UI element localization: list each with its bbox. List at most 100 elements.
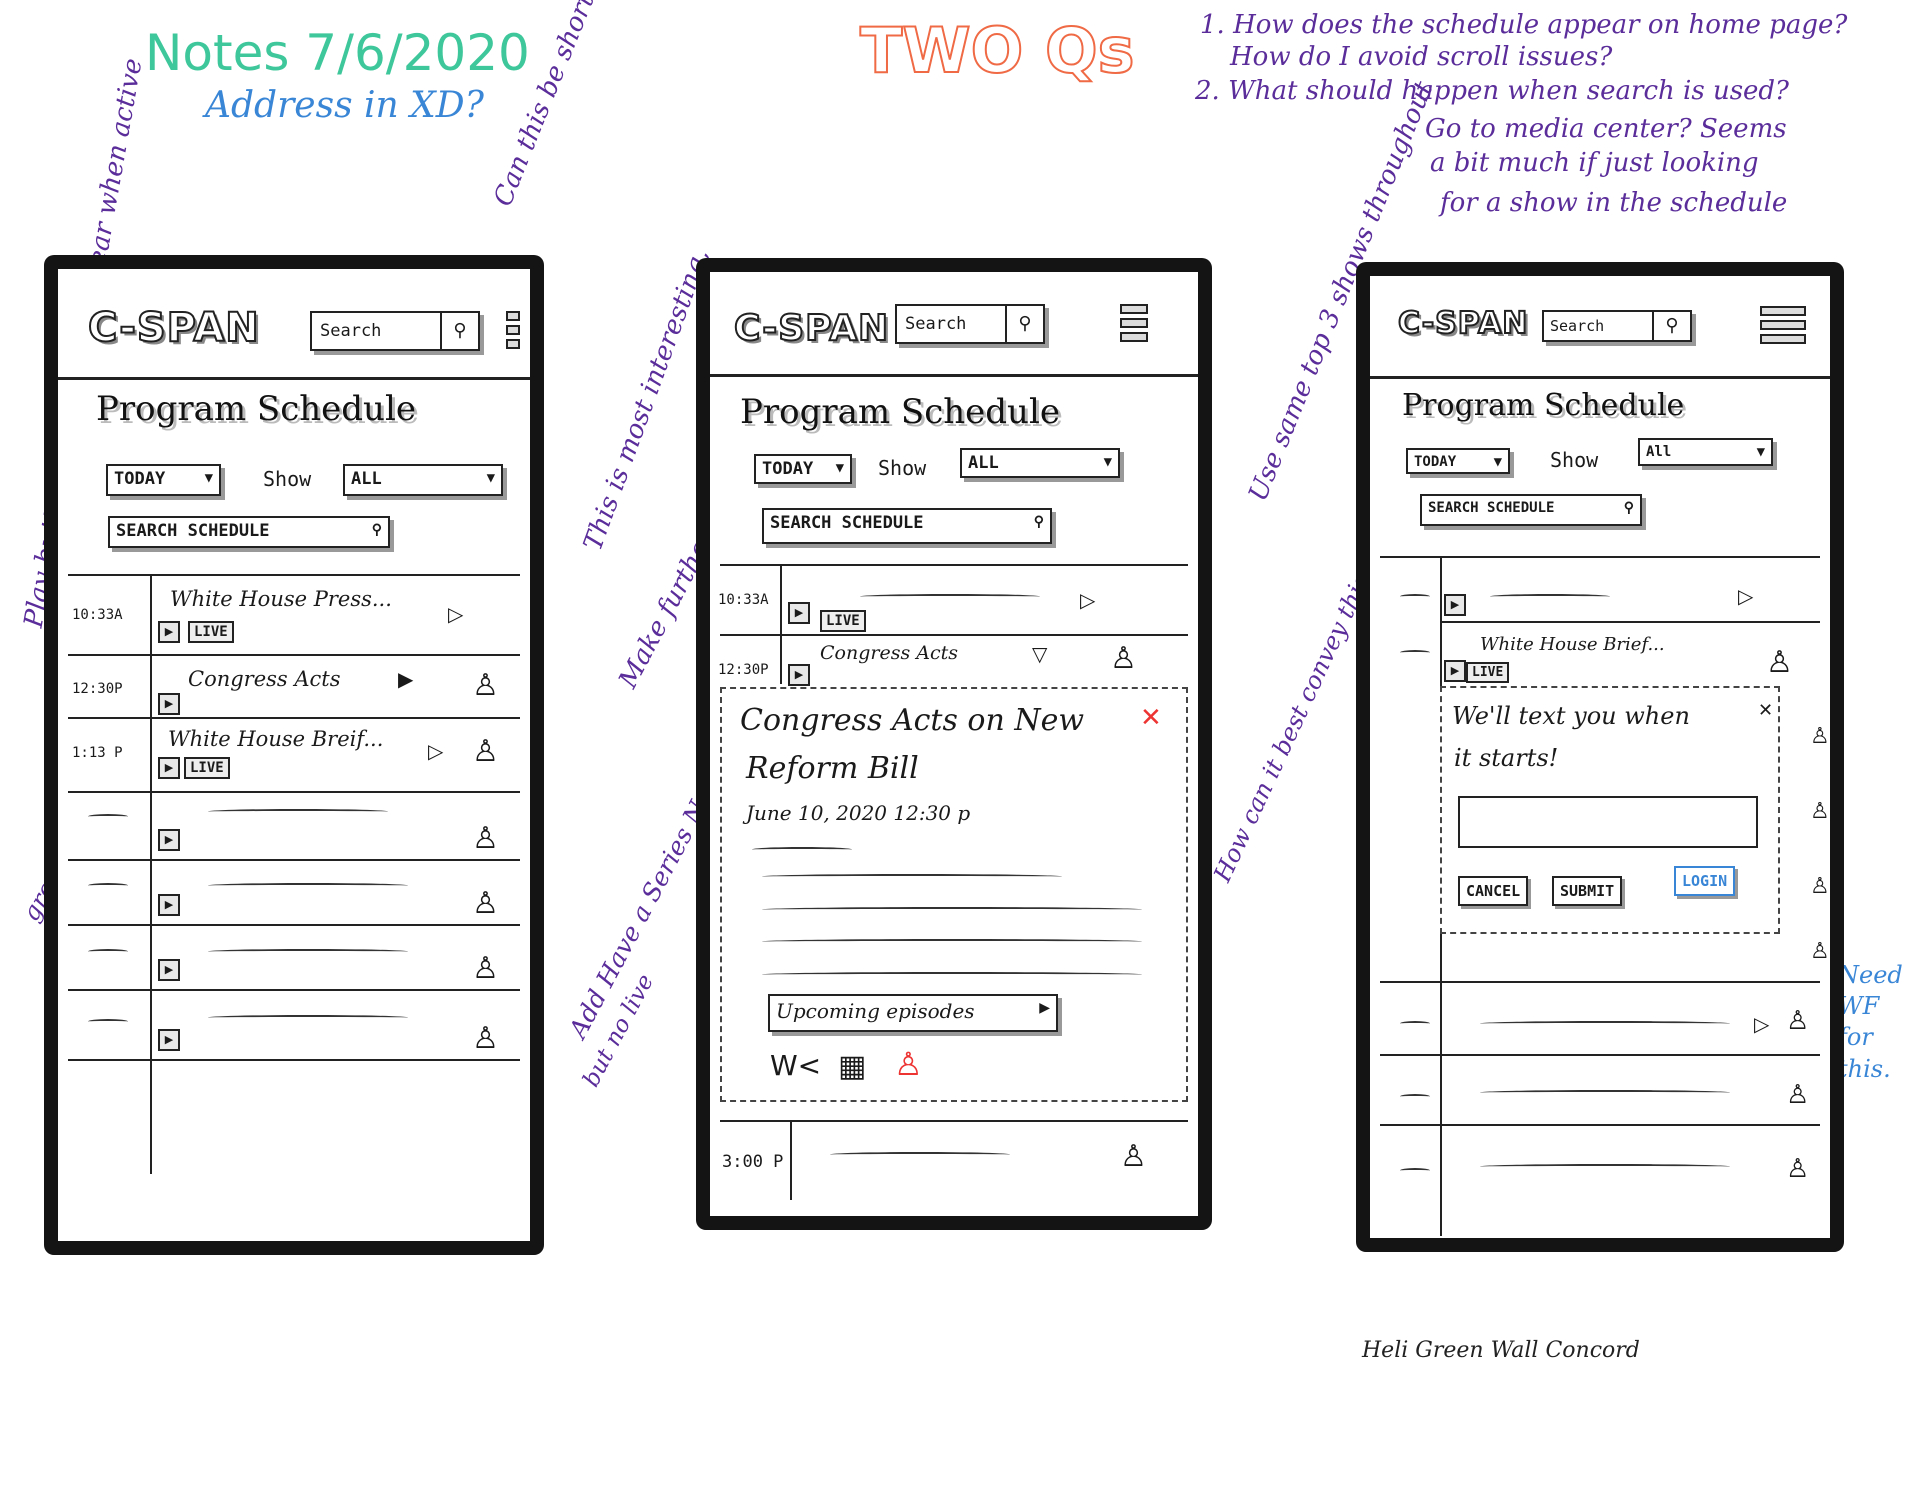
play-arrow-icon[interactable]: ▷ bbox=[428, 739, 444, 763]
cancel-button[interactable]: CANCEL bbox=[1458, 876, 1529, 906]
row-title[interactable]: White House Breif... bbox=[168, 727, 384, 751]
live-badge: LIVE bbox=[820, 610, 866, 632]
row-title[interactable]: Congress Acts bbox=[188, 667, 341, 691]
search-icon[interactable]: ⚲ bbox=[440, 313, 478, 349]
bell-icon[interactable]: ♙ bbox=[1766, 645, 1793, 680]
bell-icon[interactable]: ♙ bbox=[1810, 799, 1830, 824]
bell-icon[interactable]: ♙ bbox=[894, 1045, 923, 1083]
search-input[interactable]: Search ⚲ bbox=[895, 304, 1045, 344]
play-icon[interactable]: ▶ bbox=[788, 664, 810, 686]
wireframe-screen-1: C-SPAN Search ⚲ Program Schedule TODAY▼ … bbox=[44, 255, 544, 1255]
bell-icon[interactable]: ♙ bbox=[1110, 641, 1137, 676]
show-label: Show bbox=[263, 467, 312, 491]
detail-title-2: Reform Bill bbox=[746, 751, 919, 786]
most-interesting-note: This is most interesting, bbox=[578, 244, 716, 555]
play-icon[interactable]: ▶ bbox=[158, 829, 180, 851]
play-icon[interactable]: ▶ bbox=[158, 693, 180, 715]
chevron-down-icon: ▼ bbox=[835, 460, 844, 476]
bell-icon[interactable]: ♙ bbox=[1810, 724, 1830, 749]
row-title[interactable]: White House Press... bbox=[170, 587, 392, 611]
bell-icon[interactable]: ♙ bbox=[472, 1021, 499, 1056]
play-icon[interactable]: ▶ bbox=[788, 602, 810, 624]
play-icon[interactable]: ▶ bbox=[1444, 660, 1466, 682]
upcoming-episodes-button[interactable]: Upcoming episodes▶ bbox=[768, 994, 1058, 1032]
show-dropdown[interactable]: ALL▼ bbox=[343, 464, 503, 496]
close-icon[interactable]: ✕ bbox=[1758, 700, 1774, 721]
close-icon[interactable]: ✕ bbox=[1140, 703, 1162, 733]
play-arrow-icon[interactable]: ▷ bbox=[1080, 588, 1096, 612]
search-icon[interactable]: ⚲ bbox=[1005, 306, 1043, 342]
bell-icon[interactable]: ♙ bbox=[1810, 939, 1830, 964]
program-detail-accordion: Congress Acts on New ✕ Reform Bill June … bbox=[720, 687, 1188, 1102]
bell-icon[interactable]: ♙ bbox=[1786, 1154, 1810, 1184]
question-2-line-4: for a show in the schedule bbox=[1440, 188, 1788, 218]
show-label: Show bbox=[878, 456, 927, 480]
play-icon[interactable]: ▶ bbox=[158, 757, 180, 779]
calendar-icon[interactable]: ▦ bbox=[838, 1049, 867, 1084]
chevron-down-icon: ▼ bbox=[204, 470, 213, 486]
search-schedule-label: SEARCH SCHEDULE bbox=[116, 521, 270, 541]
play-icon[interactable]: ▶ bbox=[158, 1029, 180, 1051]
play-arrow-icon: ▶ bbox=[1039, 1000, 1050, 1016]
need-wf-note: Need WF for this. bbox=[1838, 961, 1903, 1083]
row-time: 3:00 P bbox=[722, 1152, 784, 1172]
cspan-logo[interactable]: C-SPAN bbox=[87, 304, 260, 352]
play-arrow-icon[interactable]: ▷ bbox=[448, 602, 464, 626]
notes-date-title: Notes 7/6/2020 bbox=[145, 24, 530, 82]
question-2-line-1: 2. What should happen when search is use… bbox=[1195, 76, 1790, 106]
expand-arrow-icon[interactable]: ▶ bbox=[398, 667, 414, 691]
today-dropdown[interactable]: TODAY▼ bbox=[1406, 448, 1510, 474]
play-icon[interactable]: ▶ bbox=[158, 621, 180, 643]
today-dropdown[interactable]: TODAY▼ bbox=[106, 464, 221, 496]
play-icon[interactable]: ▶ bbox=[1444, 594, 1466, 616]
play-arrow-icon[interactable]: ▷ bbox=[1738, 584, 1754, 608]
bell-icon[interactable]: ♙ bbox=[1786, 1006, 1810, 1036]
search-input[interactable]: Search ⚲ bbox=[310, 311, 480, 351]
search-schedule-button[interactable]: SEARCH SCHEDULE⚲ bbox=[762, 508, 1052, 544]
notify-text-1: We'll text you when bbox=[1452, 702, 1690, 730]
hamburger-menu-icon[interactable] bbox=[1760, 306, 1806, 348]
search-placeholder: Search bbox=[905, 314, 967, 334]
chevron-down-icon: ▼ bbox=[1103, 454, 1112, 470]
wireframe-screen-3: C-SPAN Search ⚲ Program Schedule TODAY▼ … bbox=[1356, 262, 1844, 1252]
bell-icon[interactable]: ♙ bbox=[1120, 1139, 1147, 1174]
share-icon[interactable]: W< bbox=[770, 1049, 822, 1082]
bell-icon[interactable]: ♙ bbox=[1810, 874, 1830, 899]
play-icon[interactable]: ▶ bbox=[158, 959, 180, 981]
today-dropdown[interactable]: TODAY▼ bbox=[754, 454, 852, 484]
login-button[interactable]: LOGIN bbox=[1674, 866, 1736, 896]
bell-icon[interactable]: ♙ bbox=[472, 734, 499, 769]
two-qs-heading: TWO Qs bbox=[859, 14, 1136, 87]
search-schedule-button[interactable]: SEARCH SCHEDULE ⚲ bbox=[1420, 494, 1642, 526]
live-badge: LIVE bbox=[1466, 662, 1510, 683]
row-title[interactable]: Congress Acts bbox=[820, 642, 958, 664]
phone-number-field[interactable] bbox=[1458, 796, 1758, 848]
search-icon: ⚲ bbox=[1033, 514, 1044, 530]
row-title[interactable]: White House Brief... bbox=[1480, 634, 1665, 655]
question-2-line-3: a bit much if just looking bbox=[1430, 148, 1759, 178]
bell-icon[interactable]: ♙ bbox=[472, 821, 499, 856]
page-title: Program Schedule bbox=[96, 389, 416, 429]
search-icon[interactable]: ⚲ bbox=[1652, 312, 1690, 340]
show-dropdown[interactable]: ALL▼ bbox=[960, 448, 1120, 478]
bell-icon[interactable]: ♙ bbox=[472, 886, 499, 921]
wireframe-screen-2: C-SPAN Search ⚲ Program Schedule TODAY▼ … bbox=[696, 258, 1212, 1230]
page-title: Program Schedule bbox=[1402, 388, 1685, 423]
cspan-logo[interactable]: C-SPAN bbox=[733, 307, 890, 350]
play-arrow-icon[interactable]: ▷ bbox=[1754, 1012, 1770, 1036]
bell-icon[interactable]: ♙ bbox=[472, 668, 499, 703]
bell-icon[interactable]: ♙ bbox=[1786, 1080, 1810, 1110]
bell-icon[interactable]: ♙ bbox=[472, 951, 499, 986]
submit-button[interactable]: SUBMIT bbox=[1552, 876, 1623, 906]
collapse-arrow-icon[interactable]: ▽ bbox=[1032, 642, 1048, 666]
hamburger-menu-icon[interactable] bbox=[1120, 304, 1148, 346]
cspan-logo[interactable]: C-SPAN bbox=[1397, 305, 1529, 342]
search-icon: ⚲ bbox=[1623, 500, 1634, 516]
play-icon[interactable]: ▶ bbox=[158, 894, 180, 916]
search-schedule-label: SEARCH SCHEDULE bbox=[1428, 500, 1555, 516]
search-schedule-button[interactable]: SEARCH SCHEDULE⚲ bbox=[108, 516, 390, 548]
show-dropdown[interactable]: All▼ bbox=[1638, 438, 1773, 466]
hamburger-menu-icon[interactable] bbox=[506, 311, 520, 353]
search-input[interactable]: Search ⚲ bbox=[1542, 310, 1692, 342]
page-title: Program Schedule bbox=[740, 392, 1060, 432]
